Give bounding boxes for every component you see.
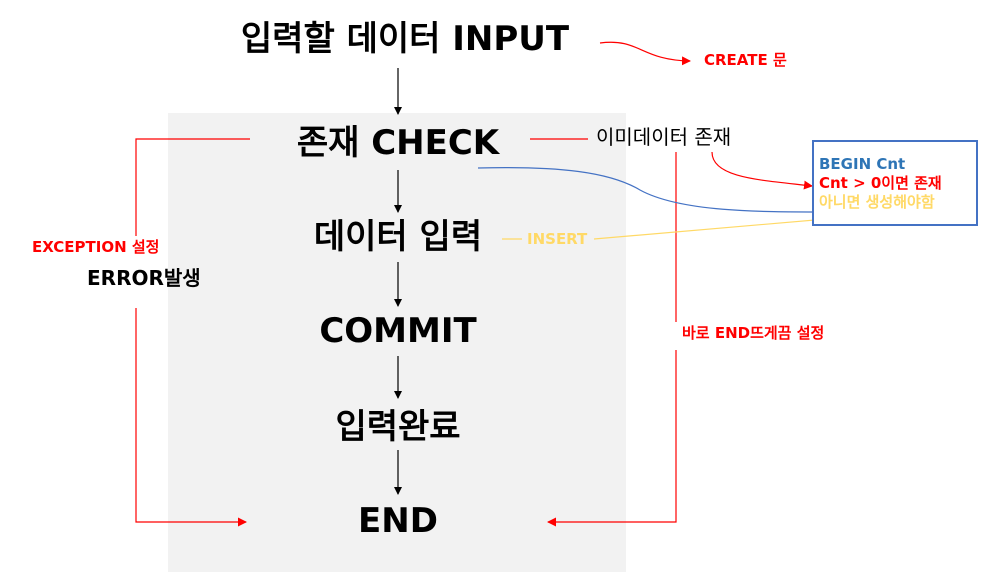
check-step-label: 존재 CHECK xyxy=(296,123,500,163)
exception-loop-bottom xyxy=(135,308,247,527)
note-exists-line: Cnt > 0이면 존재 xyxy=(819,174,942,192)
exception-loop-top xyxy=(135,138,250,236)
direct-end-bottom xyxy=(547,350,677,527)
input-step-label: 입력할 데이터 INPUT xyxy=(240,19,570,59)
end-step-label: END xyxy=(358,501,438,541)
exists-to-box-curve xyxy=(711,151,813,190)
flow-background-panel xyxy=(168,113,626,572)
note-create-line: 아니면 생성해야함 xyxy=(819,193,935,211)
error-annotation: ERROR발생 xyxy=(87,266,201,290)
note-begin-line: BEGIN Cnt xyxy=(819,155,906,173)
logic-note-box: BEGIN Cnt Cnt > 0이면 존재 아니면 생성해야함 xyxy=(812,140,978,226)
insert-to-box-line xyxy=(593,214,839,240)
exists-annotation: 이미데이터 존재 xyxy=(596,125,732,149)
insert-step-label: 데이터 입력 xyxy=(313,217,483,257)
arrow-create-curve xyxy=(599,41,691,66)
complete-step-label: 입력완료 xyxy=(335,407,461,447)
direct-end-annotation: 바로 END뜨게끔 설정 xyxy=(682,324,825,342)
check-to-box-curve xyxy=(477,167,825,217)
exception-annotation: EXCEPTION 설정 xyxy=(32,238,160,256)
insert-annotation: INSERT xyxy=(527,230,588,248)
commit-step-label: COMMIT xyxy=(319,311,477,351)
create-annotation: CREATE 문 xyxy=(704,51,787,69)
